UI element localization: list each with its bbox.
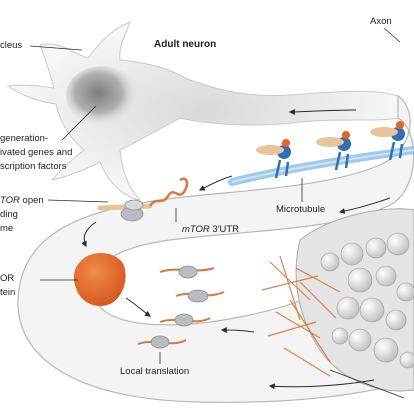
neuron-soma xyxy=(6,21,404,201)
arrow-bottom xyxy=(268,379,375,390)
arrow-to-soma xyxy=(198,175,233,191)
label-axon: Axon xyxy=(370,16,392,27)
arrow-to-ribosomes xyxy=(125,297,151,317)
label-regeneration-line3: scription factors xyxy=(0,161,67,172)
label-local-translation: Local translation xyxy=(120,366,190,377)
leader-lines xyxy=(29,27,405,399)
arrow-left-cluster xyxy=(220,327,255,334)
label-utr-gene: mTOR xyxy=(182,224,210,235)
motor-protein-2 xyxy=(316,131,351,171)
label-orf-gene: TOR xyxy=(0,195,20,206)
mtor-protein-blob xyxy=(73,253,126,307)
label-mtor-3utr: mTOR 3′UTR xyxy=(182,224,239,235)
arrow-axon-top xyxy=(288,108,357,115)
label-protein-line2: tein xyxy=(0,287,16,298)
label-regeneration-line2: ivated genes and xyxy=(0,147,73,158)
motor-protein-3 xyxy=(370,121,405,161)
label-orf-line3: me xyxy=(0,223,14,234)
vesicles xyxy=(320,232,414,369)
microtubule xyxy=(228,146,414,186)
local-translation-cluster xyxy=(137,265,225,349)
label-utr-rest: 3′UTR xyxy=(209,224,240,235)
label-orf-open: open xyxy=(19,195,44,206)
nucleus-shape xyxy=(66,66,138,126)
diagram-title: Adult neuron xyxy=(154,39,217,50)
label-nucleus: cleus xyxy=(0,40,23,51)
label-regeneration-line1: generation- xyxy=(0,133,49,144)
label-orf-line1: TOR open xyxy=(0,195,44,206)
filaments xyxy=(261,255,341,377)
label-protein-line1: OR xyxy=(0,273,15,284)
arrow-axon-return xyxy=(338,197,391,214)
motor-protein-1 xyxy=(256,139,291,179)
mtor-mrna-group xyxy=(97,177,189,222)
label-microtubule: Microtubule xyxy=(276,204,326,215)
arrow-to-protein xyxy=(81,221,97,248)
label-orf-line2: ding xyxy=(0,209,18,220)
